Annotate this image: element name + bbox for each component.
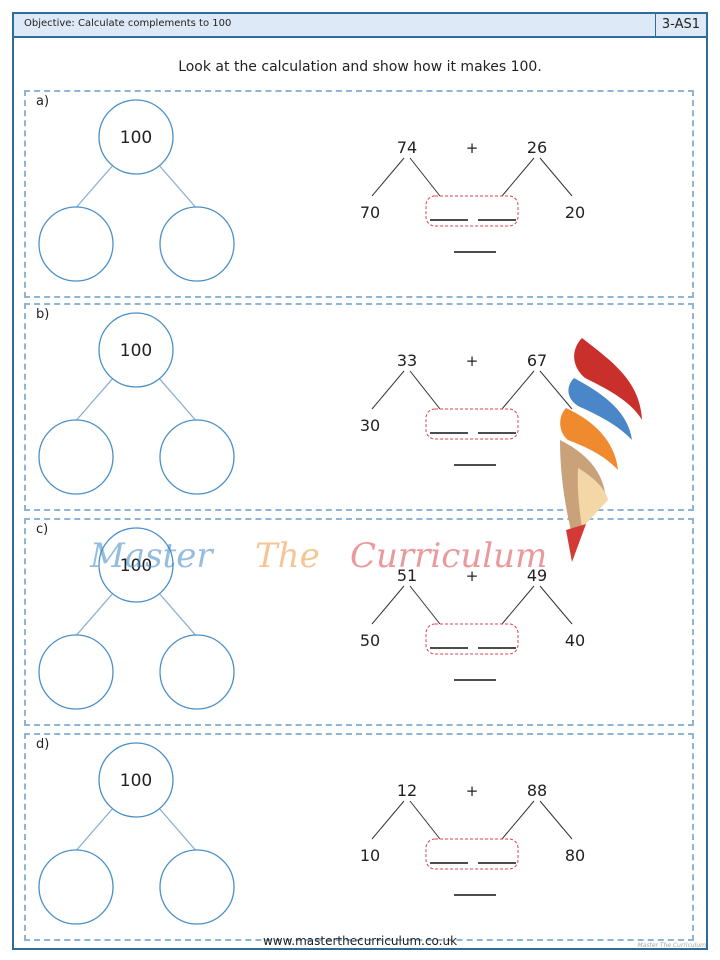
tens-part-a: 50 [360,631,380,650]
partition-line [539,157,573,197]
addend-a: 51 [397,566,417,585]
part-circle-left[interactable] [38,849,114,925]
ones-answer-box[interactable] [425,408,519,440]
part-circle-left[interactable] [38,634,114,710]
header-bar: Objective: Calculate complements to 100 … [14,14,706,38]
instruction-text: Look at the calculation and show how it … [178,59,542,75]
partition-line [371,157,405,197]
question-section: d) 100 12 +88 10 80 [24,733,694,941]
whole-value: 100 [120,556,152,576]
whole-circle [98,742,174,818]
plus-sign: + [466,567,479,585]
partition-line [371,370,405,410]
branch-line [157,376,199,424]
partition-line [501,370,535,410]
tens-part-b: 40 [565,631,585,650]
partition-line [539,800,573,840]
partition-line [409,800,441,840]
addend-b: 67 [527,351,547,370]
whole-value: 100 [120,128,152,148]
partition-line [371,800,405,840]
branch-line [73,806,115,854]
ones-answer-box[interactable] [425,838,519,870]
branch-line [73,376,115,424]
tens-part-a: 10 [360,846,380,865]
branch-line [157,163,199,211]
partition-line [501,585,535,625]
partition-line [409,370,441,410]
ones-answer-box[interactable] [425,623,519,655]
question-letter: b) [36,307,50,322]
question-diagram: 100 51 +49 50 40 [38,527,585,710]
ones-answer-box[interactable] [425,195,519,227]
partition-line [409,585,441,625]
partition-line [371,585,405,625]
whole-value: 100 [120,341,152,361]
branch-line [157,806,199,854]
question-diagram: 100 12 +88 10 80 [38,742,585,925]
part-circle-right[interactable] [159,634,235,710]
branch-line [73,591,115,639]
plus-sign: + [466,352,479,370]
plus-sign: + [466,782,479,800]
part-circle-left[interactable] [38,419,114,495]
partition-line [539,585,573,625]
question-section: b) 100 33 +67 30 60 [24,303,694,511]
tens-part-b: 20 [565,203,585,222]
partition-line [501,800,535,840]
addend-b: 49 [527,566,547,585]
plus-sign: + [466,139,479,157]
part-circle-left[interactable] [38,206,114,282]
tens-part-b: 80 [565,846,585,865]
question-letter: c) [36,522,49,537]
part-circle-right[interactable] [159,419,235,495]
addend-b: 26 [527,138,547,157]
tens-part-a: 70 [360,203,380,222]
question-diagram: 100 74 +26 70 20 [38,99,585,282]
addend-b: 88 [527,781,547,800]
footer-url: www.masterthecurriculum.co.uk [262,934,458,948]
question-letter: d) [36,737,50,752]
question-section: c) 100 51 +49 50 40 [24,518,694,726]
objective-text: Objective: Calculate complements to 100 [24,18,232,29]
whole-value: 100 [120,771,152,791]
question-letter: a) [36,94,50,109]
footer-small-brand: Master The Curriculum [637,942,706,949]
whole-circle [98,312,174,388]
branch-line [157,591,199,639]
addend-a: 74 [397,138,417,157]
whole-circle [98,99,174,175]
question-section: a) 100 74 +26 70 20 [24,90,694,298]
addend-a: 33 [397,351,417,370]
addend-a: 12 [397,781,417,800]
tens-part-b: 60 [565,416,585,435]
whole-circle [98,527,174,603]
part-circle-right[interactable] [159,849,235,925]
worksheet-code: 3-AS1 [654,14,706,36]
branch-line [73,163,115,211]
partition-line [409,157,441,197]
partition-line [501,157,535,197]
part-circle-right[interactable] [159,206,235,282]
question-diagram: 100 33 +67 30 60 [38,312,585,495]
partition-line [539,370,573,410]
tens-part-a: 30 [360,416,380,435]
page-frame [12,12,708,950]
